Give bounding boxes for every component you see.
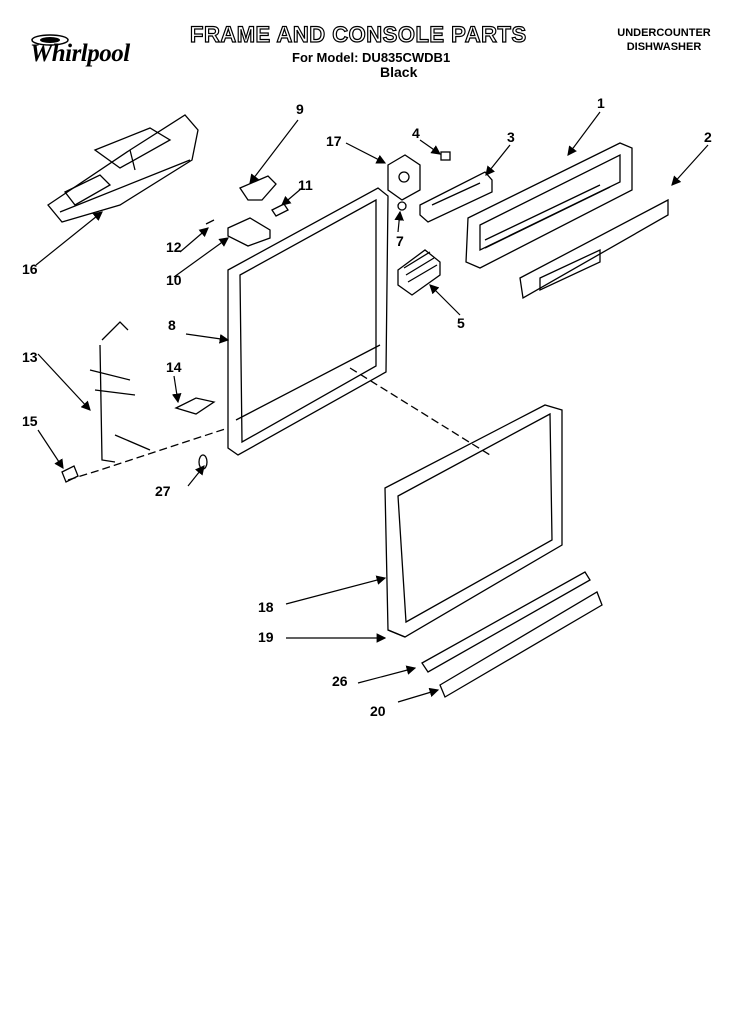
- part-2-console-trim: [519, 198, 669, 300]
- callout-15: 15: [22, 413, 38, 429]
- unit-type-line-2: DISHWASHER: [626, 41, 702, 53]
- callout-9: 9: [296, 101, 304, 117]
- callout-1: 1: [597, 95, 605, 111]
- brand-wordmark: Whirlpool: [30, 40, 130, 67]
- model-line: For Model: DU835CWDB1: [292, 50, 451, 65]
- part-7-screw: [397, 201, 407, 211]
- callout-27: 27: [155, 483, 171, 499]
- callout-16: 16: [22, 261, 38, 277]
- callout-26: 26: [332, 673, 348, 689]
- callout-11: 11: [298, 177, 313, 193]
- callout-8: 8: [168, 317, 176, 333]
- color-line: Black: [380, 64, 418, 80]
- brand-logo: [24, 32, 154, 72]
- part-9-latch: [239, 175, 277, 201]
- part-13-wire-harness: [89, 321, 151, 463]
- callout-4: 4: [412, 125, 420, 141]
- callout-18: 18: [258, 599, 274, 615]
- callout-5: 5: [457, 315, 465, 331]
- part-12-clip: [205, 219, 215, 225]
- part-3-control-module: [419, 171, 493, 223]
- callout-13: 13: [22, 349, 38, 365]
- part-4-knob: [440, 151, 451, 161]
- callout-7: 7: [396, 233, 404, 249]
- part-15-screw: [61, 465, 79, 483]
- page-title: FRAME AND CONSOLE PARTS: [189, 21, 527, 47]
- part-1-console-panel: [465, 142, 633, 269]
- callout-3: 3: [507, 129, 515, 145]
- unit-type: UNDERCOUNTER DISHWASHER: [606, 26, 722, 54]
- callout-19: 19: [258, 629, 274, 645]
- part-8-door-frame: [227, 187, 389, 456]
- callout-20: 20: [370, 703, 386, 719]
- part-11-pin: [271, 203, 289, 217]
- part-16-vent-housing: [47, 114, 199, 223]
- part-19-insulation-edge: [387, 629, 406, 638]
- callout-12: 12: [166, 239, 182, 255]
- part-14-connector: [174, 397, 216, 415]
- callout-2: 2: [704, 129, 712, 145]
- callout-17: 17: [326, 133, 342, 149]
- callout-10: 10: [166, 272, 182, 288]
- part-17-switch: [387, 154, 421, 201]
- unit-type-line-1: UNDERCOUNTER: [617, 27, 711, 39]
- part-5-relay: [397, 249, 441, 296]
- callout-14: 14: [166, 359, 182, 375]
- part-20-kick-trim: [439, 591, 603, 698]
- part-26-bottom-trim: [421, 571, 591, 673]
- part-18-door-panel: [384, 404, 563, 638]
- part-10-strike: [227, 217, 271, 247]
